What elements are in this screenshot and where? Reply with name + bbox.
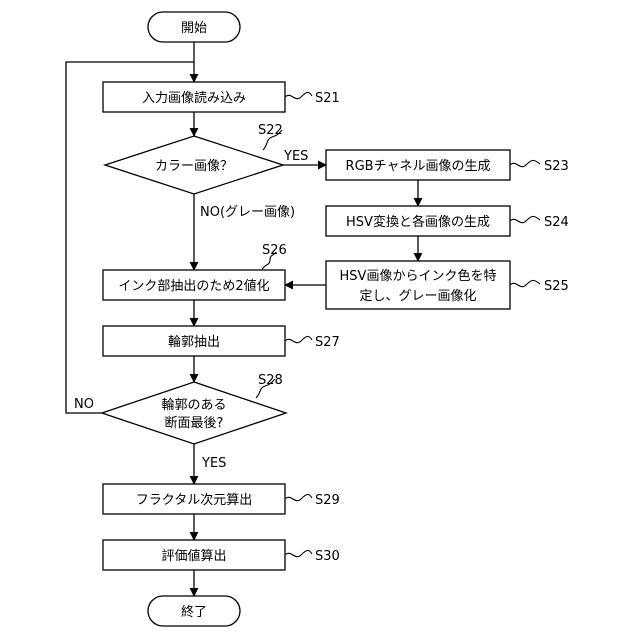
decision-s28-label-line2: 断面最後? bbox=[165, 416, 224, 431]
decision-s28-label-line1: 輪郭のある bbox=[161, 397, 226, 413]
step-number-s29: S29 bbox=[315, 493, 340, 508]
leader-s24 bbox=[510, 216, 540, 222]
step-number-s27: S27 bbox=[315, 335, 340, 350]
step-number-s24: S24 bbox=[544, 215, 569, 230]
step-s24-label: HSV変換と各画像の生成 bbox=[346, 214, 490, 230]
leader-s23 bbox=[510, 160, 540, 166]
leader-s27 bbox=[285, 336, 312, 342]
edge-label-s22-no: NO(グレー画像) bbox=[200, 205, 295, 220]
step-s21-label: 入力画像読み込み bbox=[142, 90, 246, 106]
decision-s28-diamond bbox=[102, 382, 286, 444]
step-s23-label: RGBチャネル画像の生成 bbox=[346, 159, 491, 174]
step-number-s30: S30 bbox=[315, 549, 340, 564]
step-s27-label: 輪郭抽出 bbox=[168, 334, 220, 350]
leader-s29 bbox=[285, 494, 312, 500]
leader-s21 bbox=[285, 92, 312, 98]
step-s25-label-line1: HSV画像からインク色を特 bbox=[340, 268, 497, 284]
step-number-s26: S26 bbox=[262, 243, 287, 258]
leader-s25 bbox=[510, 280, 540, 286]
step-number-s28: S28 bbox=[258, 373, 283, 388]
start-label: 開始 bbox=[181, 21, 207, 36]
decision-s22-label: カラー画像？ bbox=[155, 159, 233, 174]
step-s26-label: インク部抽出のため2値化 bbox=[118, 278, 269, 294]
step-number-s21: S21 bbox=[315, 91, 340, 106]
step-number-s22: S22 bbox=[258, 123, 283, 138]
edge-label-s28-yes: YES bbox=[201, 456, 226, 471]
edge-s28-no-loop bbox=[66, 62, 194, 413]
end-label: 終了 bbox=[181, 604, 207, 620]
edge-label-s28-no: NO bbox=[74, 397, 94, 412]
step-number-s23: S23 bbox=[544, 159, 569, 174]
step-s25-label-line2: 定し、グレー画像化 bbox=[359, 289, 476, 304]
step-s29-label: フラクタル次元算出 bbox=[136, 492, 252, 508]
step-number-s25: S25 bbox=[544, 279, 569, 294]
step-s30-label: 評価値算出 bbox=[161, 548, 226, 564]
leader-s30 bbox=[285, 550, 312, 556]
edge-label-s22-yes: YES bbox=[283, 149, 308, 164]
